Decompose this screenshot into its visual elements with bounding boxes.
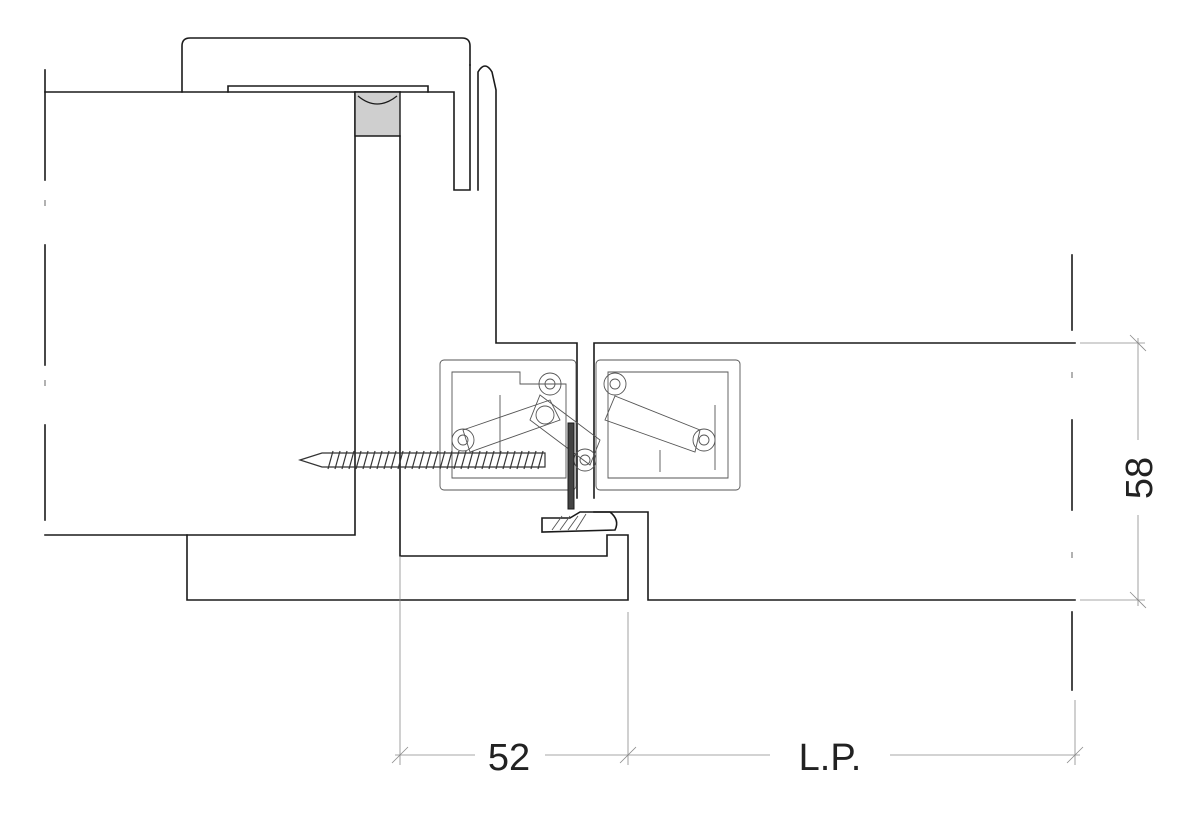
- frame-profile: [181, 37, 578, 499]
- dimension-leaf-label: L.P.: [799, 737, 862, 779]
- dimension-lines: [391, 334, 1147, 765]
- door-stop: [541, 511, 618, 533]
- fixing-screw: [298, 450, 546, 470]
- dimension-thickness-label: 58: [1119, 457, 1161, 499]
- door-leaf: [593, 254, 1076, 691]
- seal-gasket: [354, 91, 401, 137]
- frame-jamb: [186, 135, 629, 601]
- dimension-width-label: 52: [488, 737, 530, 779]
- concealed-hinge: [439, 359, 741, 510]
- wall-block: [44, 69, 356, 536]
